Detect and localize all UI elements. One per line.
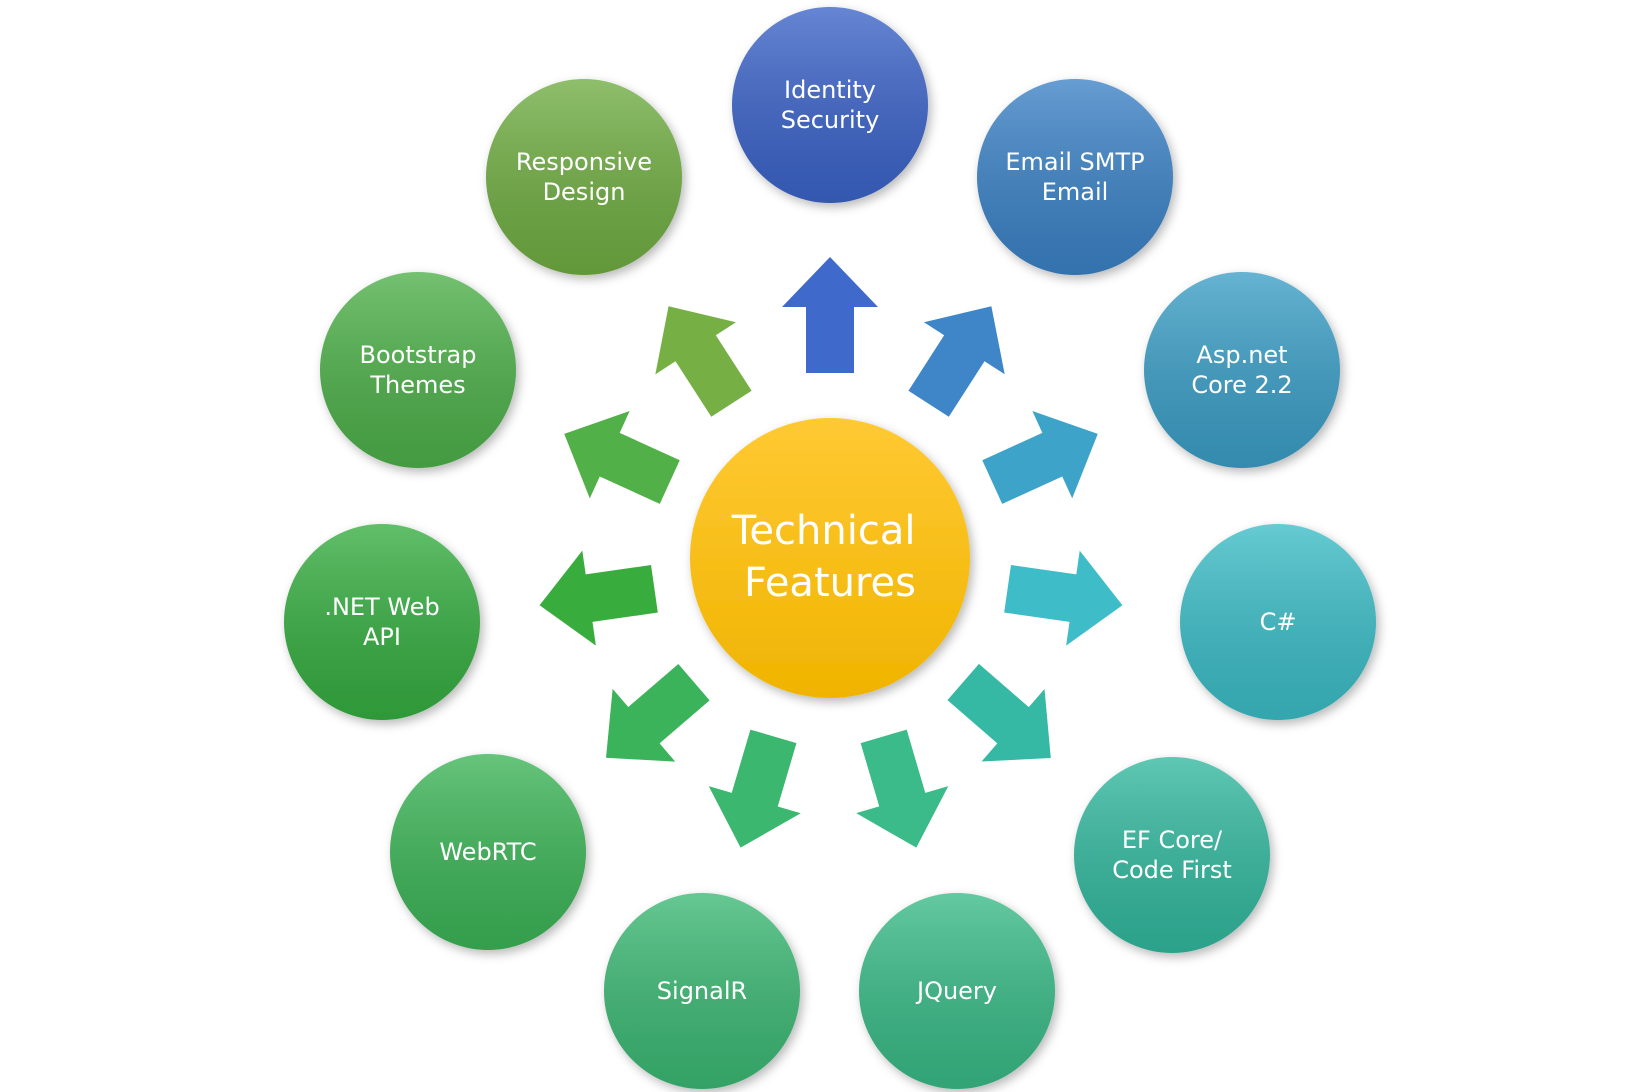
node-label-line-2: Security — [781, 106, 880, 134]
node-label-line-1: JQuery — [915, 977, 997, 1005]
arrow-to-signalr — [708, 729, 801, 848]
node-shine-jquery — [859, 893, 1055, 1089]
center-label-line-1: Technical — [731, 508, 916, 554]
node-label-line-1: Identity — [784, 76, 876, 104]
node-label-line-1: WebRTC — [439, 838, 536, 866]
node-label-line-1: Email SMTP — [1005, 148, 1144, 176]
arrow-to-bootstrap-themes — [564, 411, 680, 504]
node-shine-email-smtp — [977, 79, 1173, 275]
node-label-line-2: Design — [543, 178, 626, 206]
node-label-line-2: Code First — [1112, 856, 1232, 884]
node-shine-signalr — [604, 893, 800, 1089]
center-label-line-2: Features — [744, 560, 916, 606]
node-jquery: JQuery — [859, 893, 1055, 1089]
arrow-to-webrtc — [606, 663, 710, 762]
node-shine-net-web-api — [284, 524, 480, 720]
arrow-to-ef-core — [947, 663, 1051, 762]
center-circle — [690, 418, 970, 698]
center-label: Technical Features — [731, 508, 928, 606]
node-label-line-1: C# — [1260, 608, 1297, 636]
arrow-to-identity-security — [782, 257, 878, 373]
node-label-line-1: .NET Web — [324, 593, 439, 621]
arrows-layer — [539, 257, 1123, 848]
node-label-line-2: Email — [1042, 178, 1109, 206]
node-label-jquery: JQuery — [915, 977, 997, 1005]
node-shine-bootstrap-themes — [320, 272, 516, 468]
node-label-line-1: Bootstrap — [360, 341, 477, 369]
node-webrtc: WebRTC — [390, 754, 586, 950]
node-shine-ef-core — [1074, 757, 1270, 953]
node-label-line-1: Responsive — [516, 148, 652, 176]
arrow-to-net-web-api — [539, 550, 658, 646]
node-shine-csharp — [1180, 524, 1376, 720]
node-ef-core: EF Core/Code First — [1074, 757, 1270, 953]
node-label-line-2: API — [363, 623, 401, 651]
arrow-to-email-smtp — [908, 306, 1005, 417]
node-label-line-1: EF Core/ — [1122, 826, 1223, 854]
node-label-webrtc: WebRTC — [439, 838, 536, 866]
arrow-to-jquery — [856, 729, 949, 848]
arrow-to-aspnet-core — [982, 411, 1098, 504]
node-shine-identity-security — [732, 7, 928, 203]
node-signalr: SignalR — [604, 893, 800, 1089]
arrow-to-csharp — [1004, 550, 1123, 646]
node-csharp: C# — [1180, 524, 1376, 720]
node-label-line-2: Themes — [369, 371, 465, 399]
node-label-ef-core: EF Core/Code First — [1112, 826, 1232, 884]
node-label-line-2: Core 2.2 — [1191, 371, 1292, 399]
node-shine-webrtc — [390, 754, 586, 950]
node-label-csharp: C# — [1260, 608, 1297, 636]
node-label-line-1: Asp.net — [1196, 341, 1287, 369]
node-label-line-1: SignalR — [657, 977, 747, 1005]
center-node: Technical Features — [690, 418, 970, 698]
arrow-to-responsive-design — [655, 306, 752, 417]
node-shine-responsive-design — [486, 79, 682, 275]
node-shine-aspnet-core — [1144, 272, 1340, 468]
node-label-signalr: SignalR — [657, 977, 747, 1005]
